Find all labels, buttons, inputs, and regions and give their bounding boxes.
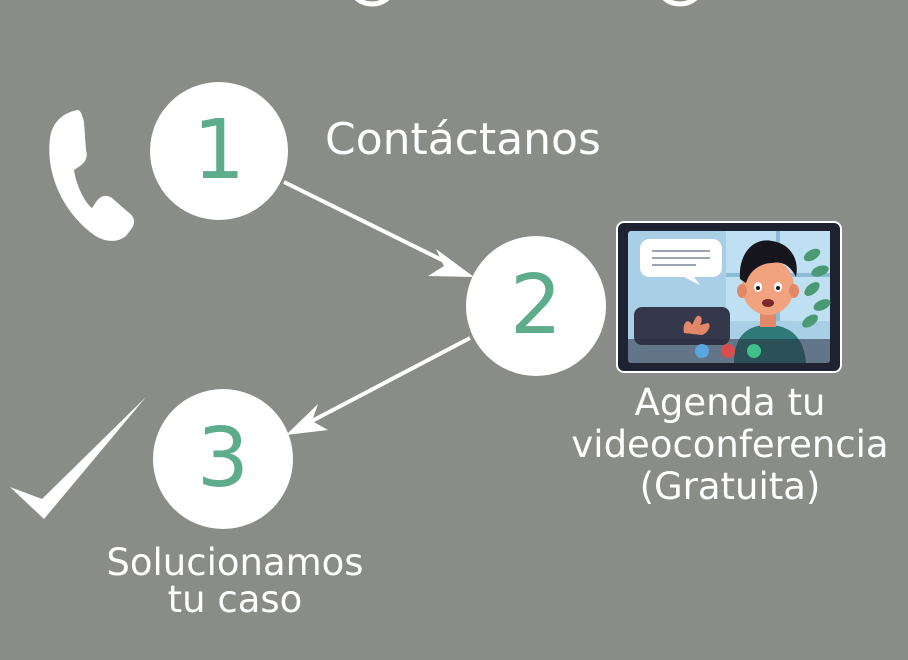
- phone-icon: [49, 110, 135, 241]
- step-3-number: 3: [196, 411, 250, 506]
- step-1-number: 1: [192, 103, 246, 198]
- step-1-label: Contáctanos: [325, 114, 601, 165]
- step-2-label-line-3: (Gratuita): [639, 464, 821, 508]
- step-2-label: Agenda tu videoconferencia (Gratuita): [555, 382, 905, 507]
- step-3-label-line-1: Solucionamos: [106, 541, 364, 584]
- step-2-label-line-2: videoconferencia: [571, 422, 889, 466]
- video-call-illustration: [616, 221, 842, 373]
- arrow-2-to-3: [286, 336, 471, 435]
- step-1-label-line: Contáctanos: [325, 114, 601, 165]
- cropped-heading-remnant: [320, 0, 740, 10]
- step-2-number: 2: [509, 258, 563, 353]
- step-3-label: Solucionamos tu caso: [95, 544, 375, 618]
- step-3-circle: 3: [153, 389, 293, 529]
- step-2-label-line-1: Agenda tu: [634, 381, 826, 424]
- arrow-1-to-2: [283, 180, 474, 277]
- step-1-circle: 1: [150, 82, 288, 220]
- step-3-label-line-2: tu caso: [167, 578, 303, 621]
- step-2-circle: 2: [466, 236, 606, 376]
